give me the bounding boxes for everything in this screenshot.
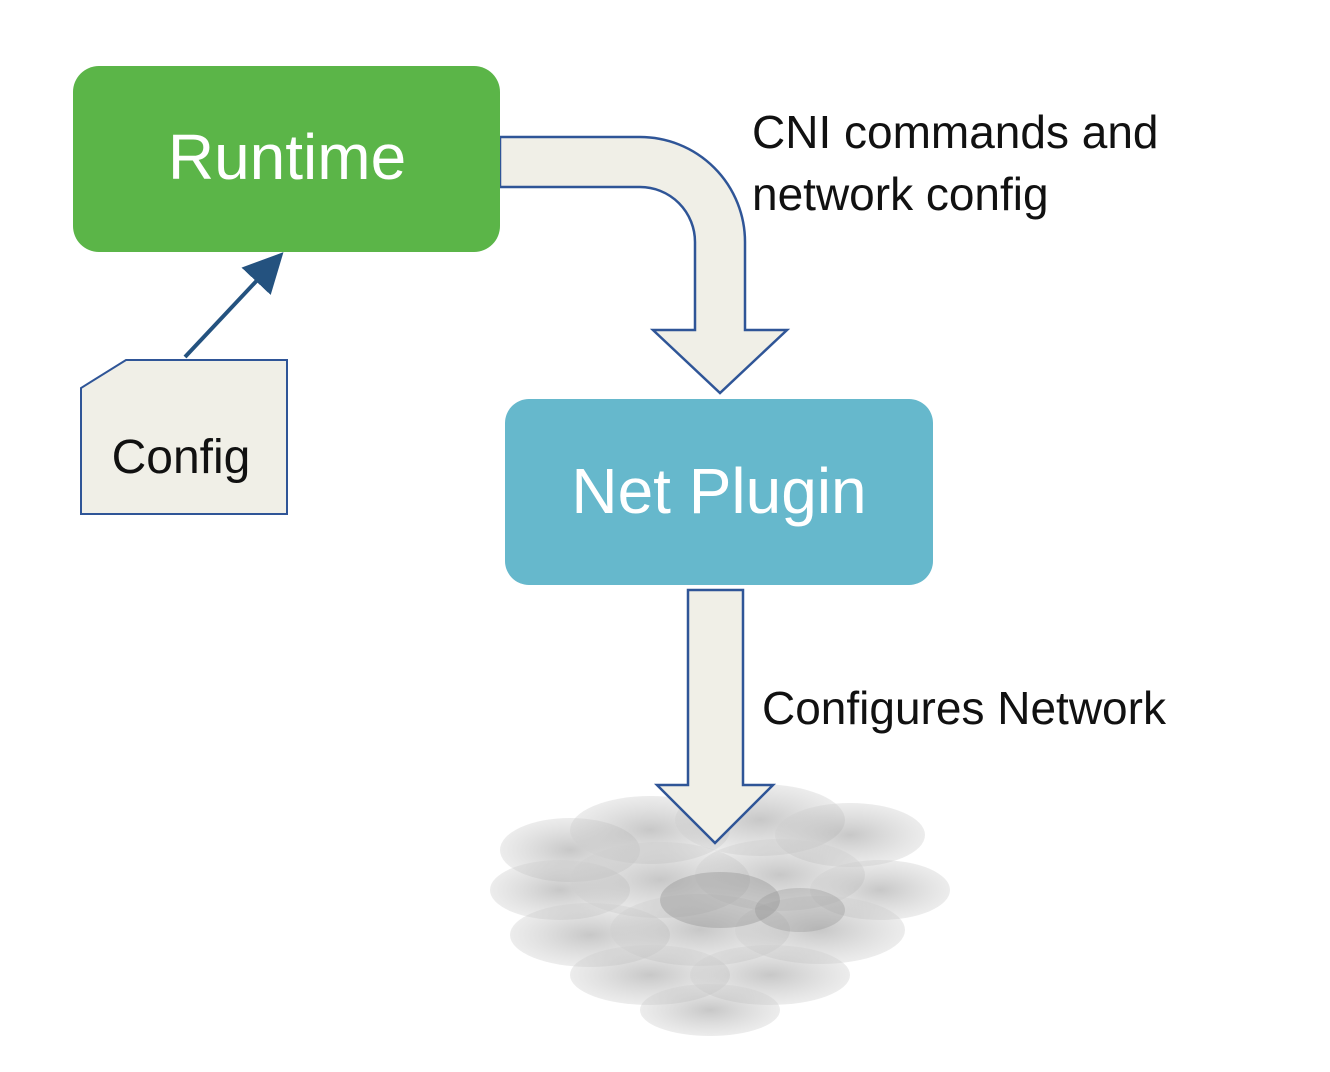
- cni-commands-label-line-2: network config: [752, 168, 1049, 220]
- net-plugin-box: [505, 399, 933, 585]
- cni-commands-label-line-1: CNI commands and: [752, 106, 1159, 158]
- configures-network-label: Configures Network: [762, 682, 1167, 734]
- config-label: Config: [112, 431, 251, 484]
- net-plugin-node: Net Plugin: [505, 399, 933, 585]
- network-cloud-icon: [490, 784, 950, 1036]
- runtime-label: Runtime: [168, 121, 406, 193]
- cni-commands-label: CNI commands and network config: [752, 106, 1171, 220]
- config-node: Config: [80, 359, 288, 515]
- cni-commands-arrow: [498, 135, 791, 395]
- config-document-icon: [80, 359, 288, 515]
- runtime-box: [73, 66, 500, 252]
- configures-network-arrow: [653, 588, 777, 845]
- config-to-runtime-arrow: [183, 252, 284, 359]
- runtime-node: Runtime: [73, 66, 500, 252]
- net-plugin-label: Net Plugin: [571, 455, 866, 527]
